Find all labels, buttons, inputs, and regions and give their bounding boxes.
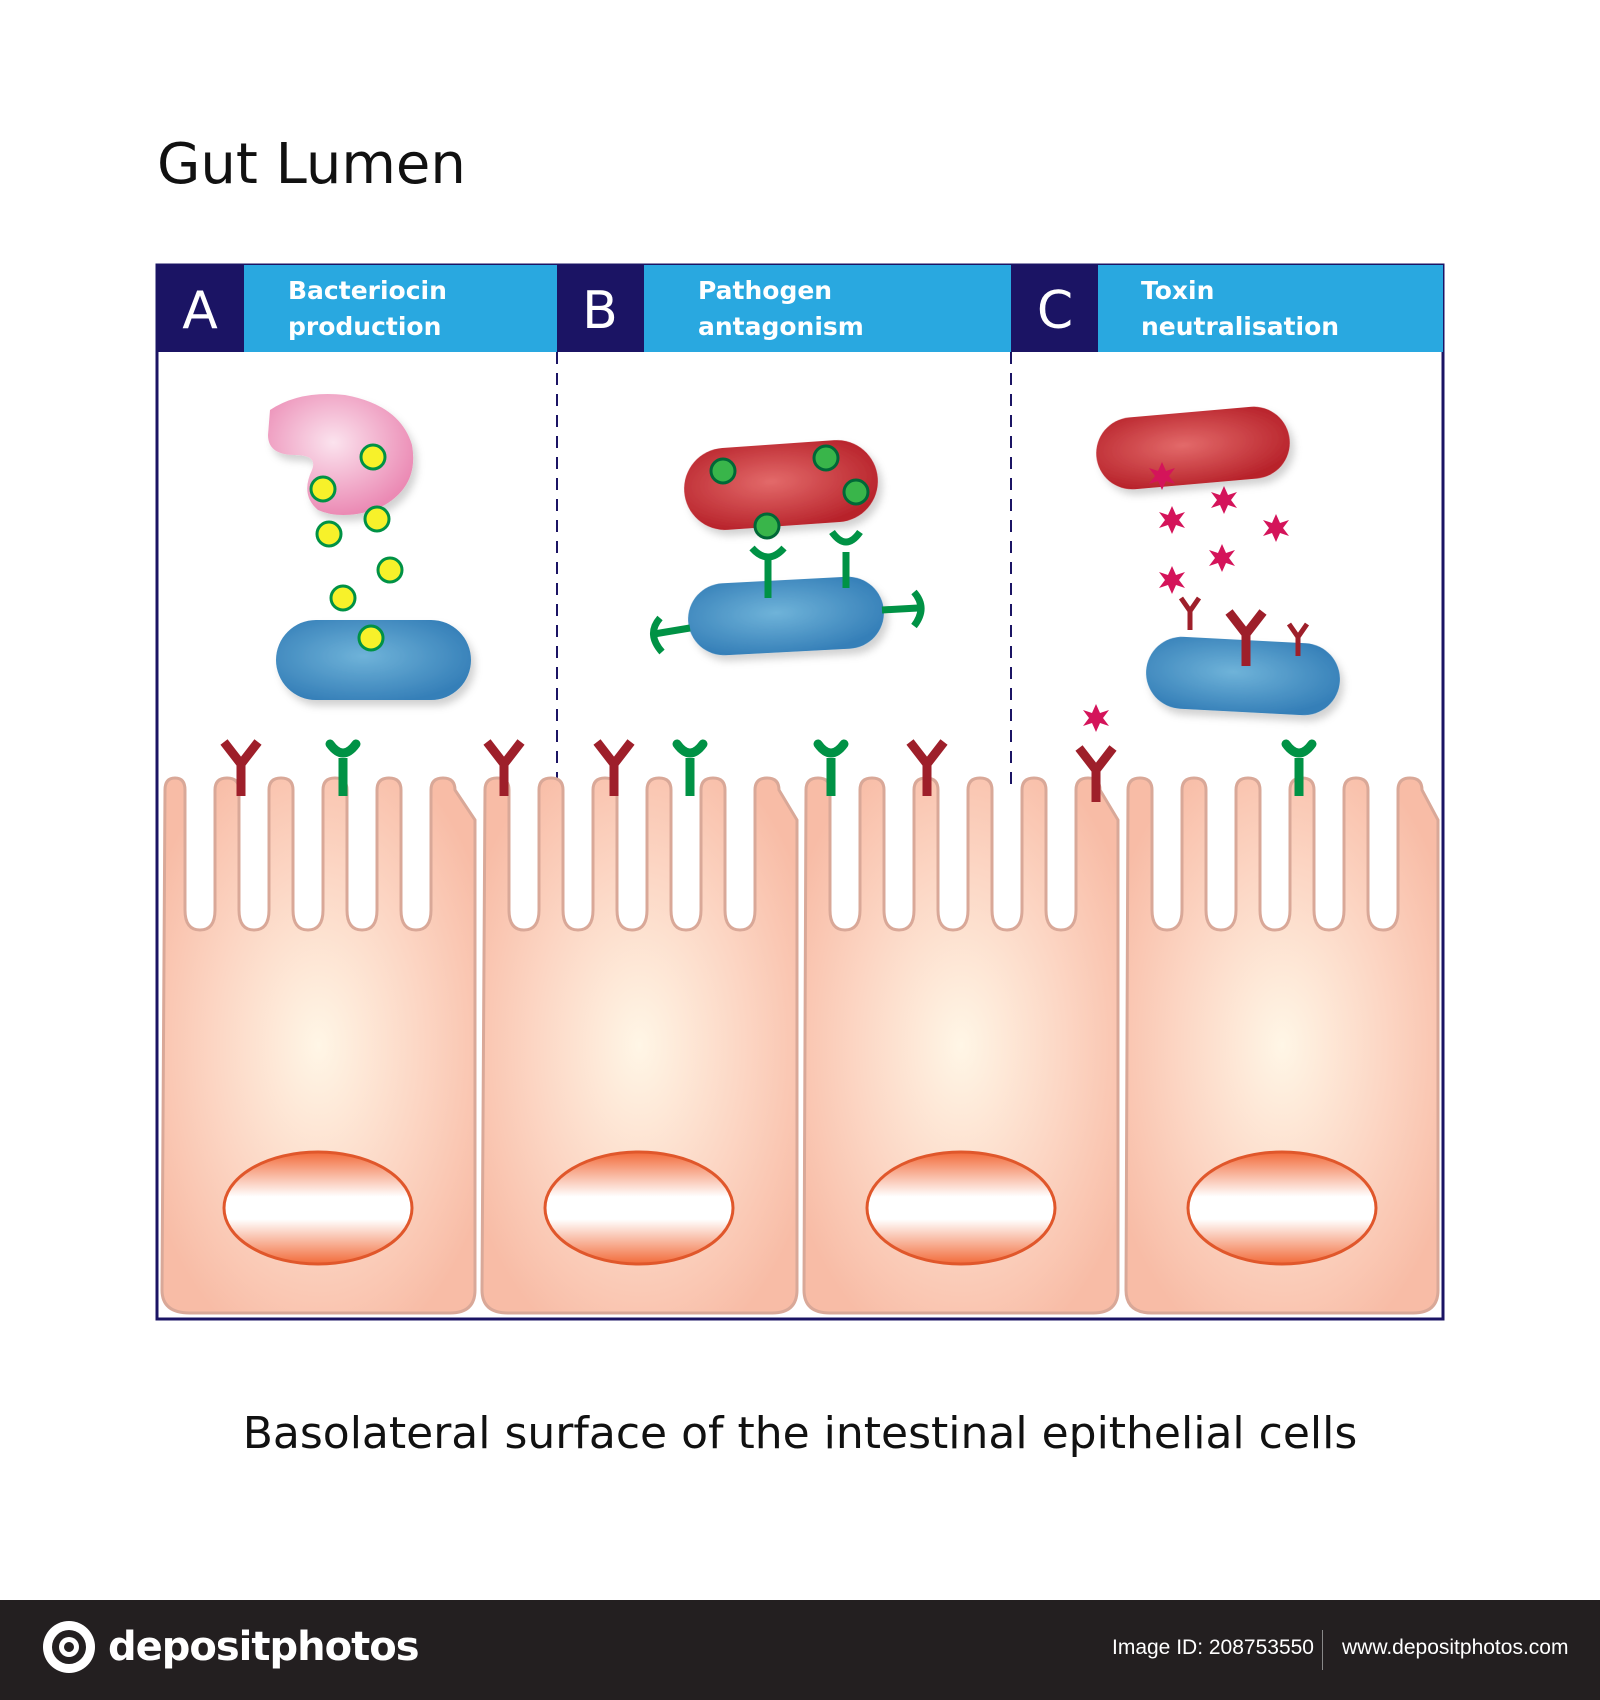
- brand-name: depositphotos: [108, 1624, 420, 1670]
- panel-b-letter: B: [582, 281, 618, 341]
- panel-a-title-line2: production: [288, 312, 441, 341]
- panel-b-title-line2: antagonism: [698, 312, 864, 341]
- producer-bacterium: [268, 394, 414, 515]
- epithelial-cell-3: [802, 776, 1120, 1315]
- panel-a-header: A Bacteriocin production: [157, 265, 557, 352]
- footer-divider: [1322, 1630, 1323, 1670]
- panel-a-scene: [268, 394, 471, 700]
- panel-c-scene: [1096, 406, 1340, 716]
- epithelial-cell-2: [480, 776, 799, 1315]
- footer-bar: depositphotos Image ID: 208753550 www.de…: [0, 1600, 1600, 1700]
- site-link[interactable]: www.depositphotos.com: [1342, 1636, 1569, 1659]
- panel-b-header: B Pathogen antagonism: [557, 265, 1011, 352]
- target-commensal: [276, 620, 471, 700]
- toxin-producing-pathogen: [1096, 406, 1290, 490]
- image-id: Image ID: 208753550: [1112, 1636, 1314, 1659]
- diagram-title: Gut Lumen: [157, 132, 466, 197]
- panel-c-title-line1: Toxin: [1141, 276, 1214, 305]
- epithelium: [160, 776, 1440, 1315]
- diagram-caption: Basolateral surface of the intestinal ep…: [242, 1408, 1358, 1459]
- panel-b-title-line1: Pathogen: [698, 276, 832, 305]
- epithelial-cell-4: [1124, 776, 1440, 1315]
- panel-c-title-line2: neutralisation: [1141, 312, 1339, 341]
- camera-icon: [43, 1621, 95, 1673]
- pathogen-binding-sites: [709, 444, 870, 540]
- panel-b-scene: [650, 440, 925, 656]
- panel-a-letter: A: [182, 281, 218, 341]
- panel-c-header: C Toxin neutralisation: [1011, 265, 1443, 352]
- gut-diagram: A Bacteriocin production B Pathogen anta…: [155, 263, 1445, 1321]
- antibody-bound-commensal: [1146, 636, 1340, 716]
- panel-a-title-line1: Bacteriocin: [288, 276, 447, 305]
- epithelial-cell-1: [160, 776, 477, 1315]
- panel-c-letter: C: [1037, 281, 1073, 341]
- bacteriocins: [309, 443, 404, 652]
- commensal-bacterium: [688, 576, 884, 656]
- brand-logo[interactable]: depositphotos: [40, 1618, 420, 1676]
- adhesins: [650, 529, 925, 655]
